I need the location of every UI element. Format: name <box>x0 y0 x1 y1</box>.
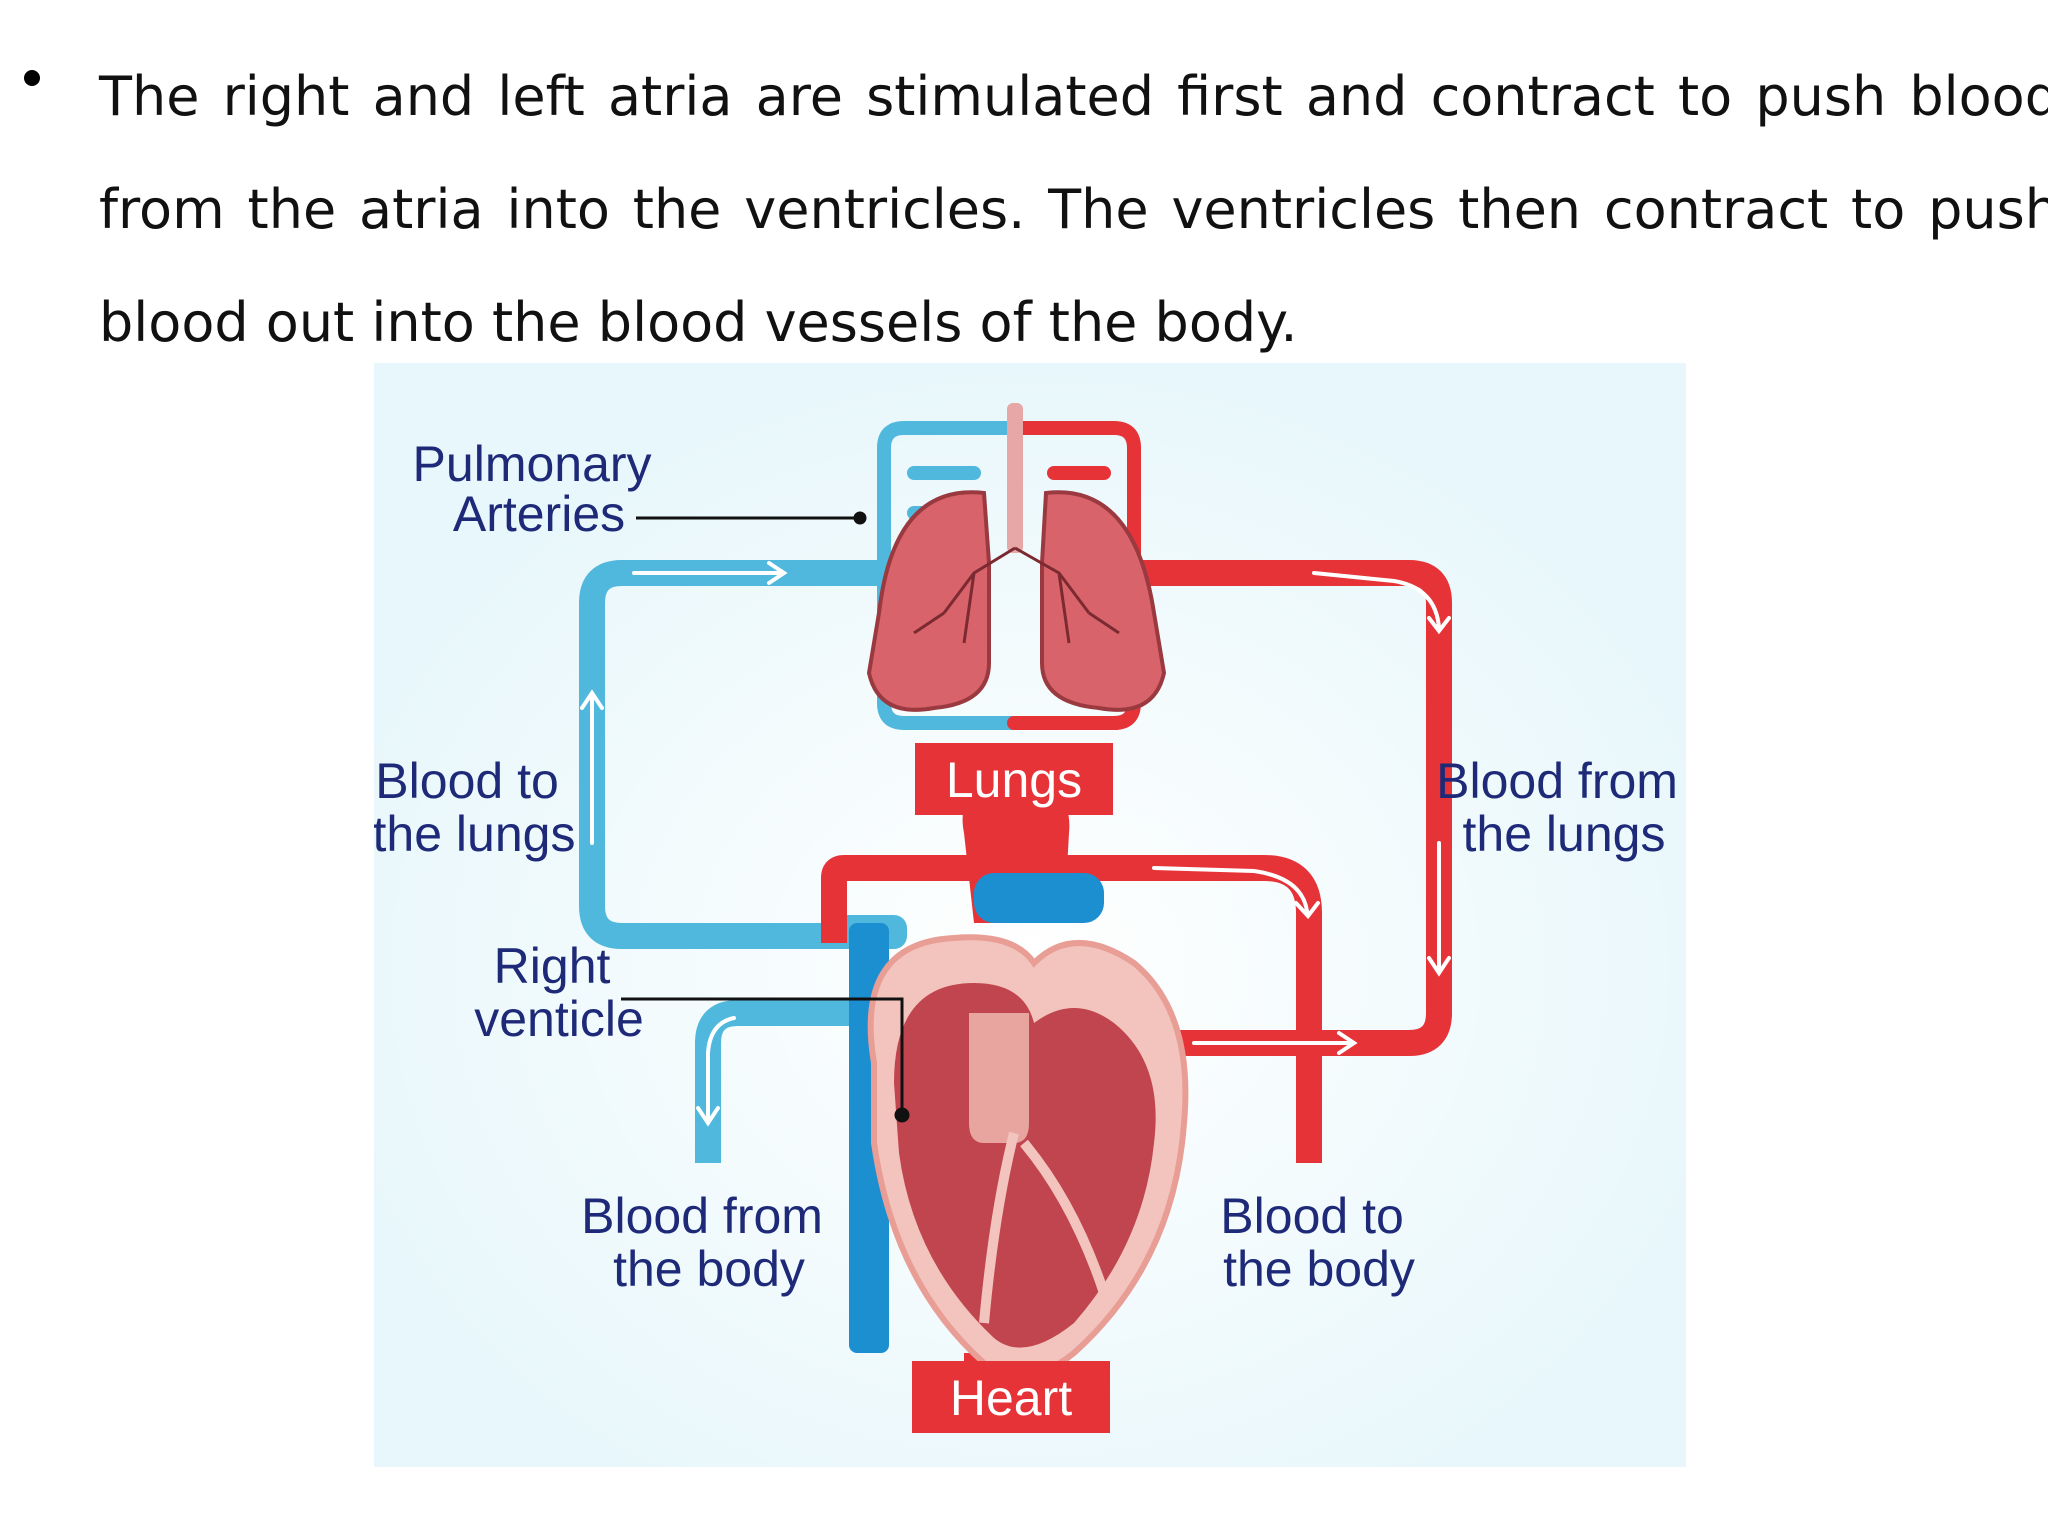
label-right-ventricle: Right venticle <box>474 938 644 1047</box>
tag-heart-text: Heart <box>950 1370 1072 1426</box>
label-pulmonary-arteries: Pulmonary Arteries <box>413 436 666 542</box>
heart-icon <box>849 783 1189 1413</box>
label-blood-from-body: Blood from the body <box>581 1188 837 1297</box>
leader-lines <box>621 511 910 1123</box>
circulation-diagram-svg: Pulmonary Arteries Blood to the lungs Ri… <box>374 363 1686 1467</box>
vessel-to-lungs <box>579 560 907 949</box>
label-blood-from-lungs: Blood from the lungs <box>1436 753 1686 862</box>
bullet-dot <box>24 70 40 86</box>
label-blood-to-lungs: Blood to the lungs <box>374 753 575 862</box>
bullet-text: The right and left atria are stimulated … <box>99 65 2048 354</box>
flow-arrows <box>580 561 1451 1127</box>
vessel-to-body <box>821 855 1322 1163</box>
circulation-diagram: Pulmonary Arteries Blood to the lungs Ri… <box>374 363 1686 1467</box>
vessel-from-lungs <box>1014 560 1452 1056</box>
tag-lungs: Lungs <box>915 743 1113 815</box>
label-blood-to-body: Blood to the body <box>1220 1188 1417 1297</box>
tag-lungs-text: Lungs <box>946 752 1082 808</box>
trachea-icon <box>1007 403 1023 553</box>
tag-heart: Heart <box>912 1361 1110 1433</box>
lungs-icon <box>866 403 1167 712</box>
